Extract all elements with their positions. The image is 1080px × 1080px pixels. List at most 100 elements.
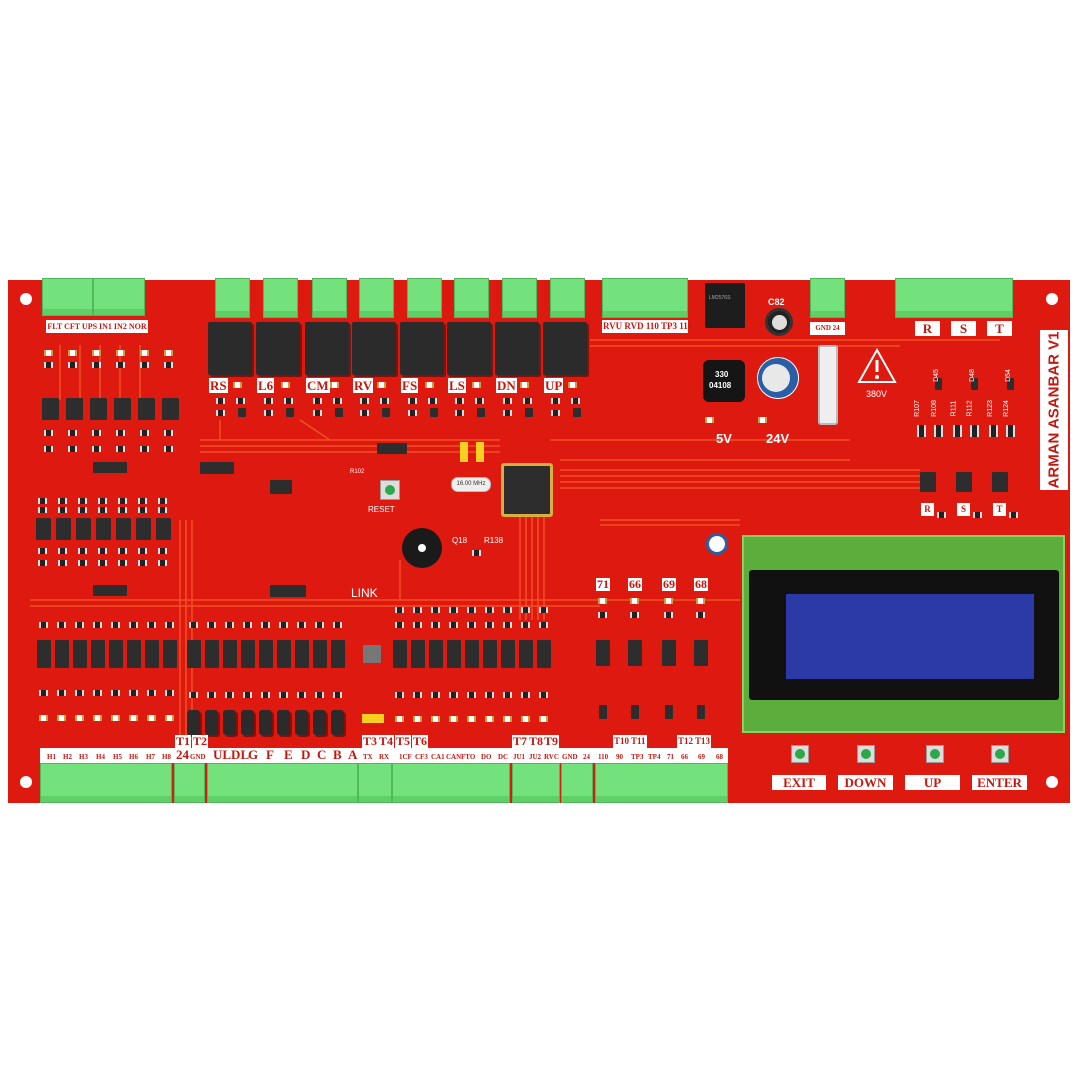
phase-led-label-t: T xyxy=(993,503,1006,516)
up-button-label: UP xyxy=(905,775,960,790)
led xyxy=(93,715,102,721)
led xyxy=(503,716,512,722)
terminal-label: DO xyxy=(481,753,492,761)
r108-label: R108 xyxy=(930,400,938,417)
resistor xyxy=(78,548,87,554)
relay-label: L6 xyxy=(257,378,275,393)
terminal-group-label: T13 xyxy=(694,735,712,748)
optocoupler xyxy=(241,640,255,668)
resistor xyxy=(598,612,607,618)
optocoupler xyxy=(501,640,515,668)
resistor xyxy=(44,446,53,452)
optocoupler xyxy=(429,640,443,668)
resistor xyxy=(111,690,120,696)
voltage-regulator: LM2576S xyxy=(705,283,745,328)
resistor xyxy=(225,622,234,628)
led xyxy=(57,715,66,721)
resistor xyxy=(333,692,342,698)
led xyxy=(164,350,173,356)
resistor xyxy=(216,398,225,404)
resistor xyxy=(539,692,548,698)
r107-label: R107 xyxy=(913,400,921,417)
terminal-group-label: T8 xyxy=(528,734,545,748)
led xyxy=(75,715,84,721)
resistor xyxy=(333,398,342,404)
optocoupler xyxy=(205,640,219,668)
terminal-label: H1 xyxy=(47,753,56,761)
resistor xyxy=(970,425,979,437)
resistor xyxy=(78,507,87,513)
resistor xyxy=(521,692,530,698)
led xyxy=(472,382,481,388)
resistor xyxy=(164,430,173,436)
resistor xyxy=(408,410,417,416)
terminal-label: A xyxy=(348,747,358,762)
led xyxy=(425,382,434,388)
resistor xyxy=(264,410,273,416)
output-label: 66 xyxy=(628,577,642,591)
terminal-label: ULDL xyxy=(213,747,250,762)
transistor xyxy=(573,408,581,417)
resistor xyxy=(395,692,404,698)
terminal-label: H7 xyxy=(146,753,155,761)
led xyxy=(147,715,156,721)
down-button[interactable] xyxy=(857,745,875,763)
resistor xyxy=(395,607,404,613)
relay xyxy=(400,322,444,375)
relay xyxy=(256,322,300,375)
board-title-plate: ARMAN ASANBAR V1 xyxy=(1040,330,1068,490)
resistor xyxy=(523,398,532,404)
resistor xyxy=(989,425,998,437)
enter-button[interactable] xyxy=(991,745,1009,763)
resistor xyxy=(158,498,167,504)
phase-led-label-s: S xyxy=(957,503,970,516)
driver-transistor xyxy=(241,710,254,735)
resistor xyxy=(521,607,530,613)
terminal-label: C xyxy=(317,747,327,762)
terminal-block xyxy=(502,278,537,318)
resistor xyxy=(116,362,125,368)
ic-chip xyxy=(200,462,234,474)
power-input-labels: RVU RVD 110 TP3 111 xyxy=(602,320,692,333)
q18-label: Q18 xyxy=(452,536,468,545)
terminal-group-label: T1 xyxy=(175,734,192,748)
terminal-group-label: T9 xyxy=(543,734,560,748)
led xyxy=(129,715,138,721)
led xyxy=(485,716,494,722)
terminal-group-label: T7 xyxy=(512,734,529,748)
exit-button[interactable] xyxy=(791,745,809,763)
terminal-block xyxy=(454,278,489,318)
inductor-marking: 04108 xyxy=(709,381,732,390)
resistor xyxy=(68,430,77,436)
reset-label: RESET xyxy=(368,505,395,514)
enter-button-label: ENTER xyxy=(972,775,1027,790)
terminal-label: RX xyxy=(379,753,390,761)
led xyxy=(140,350,149,356)
reset-button[interactable] xyxy=(380,480,400,500)
led xyxy=(520,382,529,388)
led xyxy=(92,350,101,356)
terminal-block xyxy=(550,278,585,318)
relay xyxy=(543,322,587,375)
resistor xyxy=(58,507,67,513)
resistor xyxy=(165,690,174,696)
resistor xyxy=(1009,512,1018,518)
terminal-label: F xyxy=(266,747,274,762)
resistor xyxy=(216,410,225,416)
led xyxy=(111,715,120,721)
optocoupler xyxy=(447,640,461,668)
transistor xyxy=(382,408,390,417)
led xyxy=(431,716,440,722)
resistor xyxy=(39,690,48,696)
resistor xyxy=(475,398,484,404)
resistor xyxy=(937,512,946,518)
up-button[interactable] xyxy=(926,745,944,763)
resistor xyxy=(138,498,147,504)
warning-icon xyxy=(857,348,897,383)
voltage-warning-label: 380V xyxy=(866,389,888,399)
resistor xyxy=(380,398,389,404)
resistor xyxy=(75,622,84,628)
trimmer-potentiometer[interactable] xyxy=(706,533,728,555)
resistor xyxy=(58,560,67,566)
terminal-label: 66 xyxy=(681,753,688,761)
